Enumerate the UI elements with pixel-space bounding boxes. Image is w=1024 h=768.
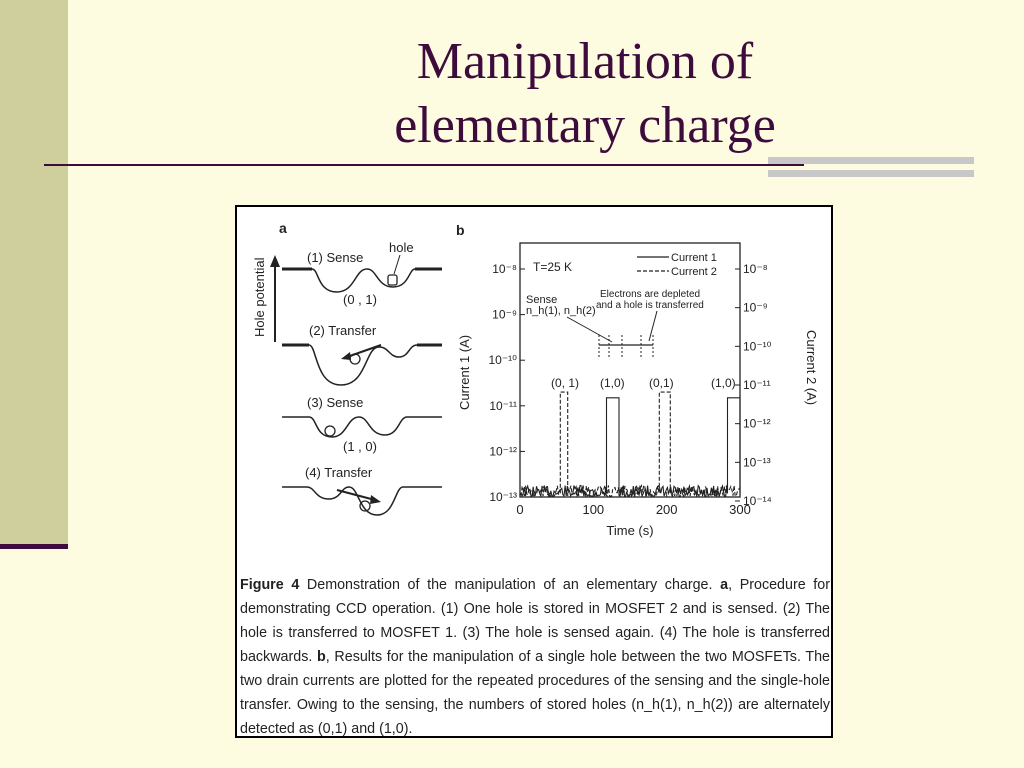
slide-sidebar-band — [0, 0, 68, 548]
y-tick-label: 10⁻¹¹ — [489, 399, 517, 413]
y-tick-label: 10⁻⁸ — [492, 262, 517, 276]
caption-text-2: , Procedure for demonstrating CCD operat… — [240, 577, 830, 665]
y-tick-label: 10⁻¹³ — [489, 490, 517, 504]
plot-frame — [519, 242, 741, 498]
y2-tick-label: 10⁻¹¹ — [743, 378, 771, 392]
slide-title-line1: Manipulation of — [416, 33, 754, 90]
step4-potential-curve — [282, 486, 442, 516]
x-tick-label: 200 — [656, 502, 678, 517]
step1-state: (0 , 1) — [343, 292, 377, 307]
title-underline — [44, 164, 804, 166]
caption-bold-b: b — [317, 649, 326, 665]
step4-label: (4) Transfer — [305, 465, 373, 480]
state-label: (0, 1) — [551, 376, 579, 390]
y2-axis-title: Current 2 (A) — [804, 330, 819, 405]
figure-image: a Hole potential (1) Sense hole (0 , 1) … — [235, 205, 833, 738]
y-tick-label: 10⁻¹⁰ — [489, 353, 518, 367]
y2-tick-label: 10⁻⁹ — [743, 301, 768, 315]
annotation-pointer — [648, 310, 658, 342]
step1-label: (1) Sense — [307, 250, 363, 265]
caption-figure-label: Figure 4 — [240, 577, 300, 593]
state-label: (1,0) — [600, 376, 625, 390]
y2-tick-label: 10⁻¹³ — [743, 455, 771, 469]
step3-label: (3) Sense — [307, 395, 363, 410]
step1-hole-icon — [387, 274, 398, 286]
title-accent-bar-2 — [768, 170, 974, 177]
annotation-line-1: Electrons are depleted — [600, 289, 700, 300]
step3-state: (1 , 0) — [343, 439, 377, 454]
hole-potential-axis: Hole potential — [252, 255, 280, 342]
slide-title: Manipulation of elementary charge — [200, 30, 970, 158]
figure-graphics: a Hole potential (1) Sense hole (0 , 1) … — [252, 220, 819, 538]
y2-tick-label: 10⁻¹⁴ — [743, 494, 772, 508]
y-tick-label: 10⁻¹² — [489, 444, 517, 458]
panel-b-label: b — [456, 222, 465, 238]
x-tick-label: 300 — [729, 502, 751, 517]
y2-tick-label: 10⁻⁸ — [743, 262, 768, 276]
x-tick-label: 100 — [582, 502, 604, 517]
slide-title-line2: elementary charge — [394, 97, 776, 154]
panel-a-label: a — [279, 220, 287, 236]
state-label: (0,1) — [649, 376, 674, 390]
step2-arrow — [346, 344, 382, 358]
step3-potential-curve — [282, 416, 442, 438]
caption-text-1: Demonstration of the manipulation of an … — [299, 577, 721, 593]
annotation-line-2: and a hole is transferred — [596, 300, 704, 311]
sense-label: Sense — [526, 294, 557, 306]
title-accent-bar — [768, 157, 974, 164]
caption-text-3: , Results for the manipulation of a sing… — [240, 649, 831, 737]
temperature-label: T=25 K — [533, 260, 572, 274]
x-axis-title: Time (s) — [606, 523, 653, 538]
step2-arrowhead — [341, 352, 351, 360]
sense-sublabel: n_h(1), n_h(2) — [526, 305, 596, 317]
step4-hole-icon — [359, 500, 371, 512]
series-current-1-line — [519, 397, 741, 498]
figure-caption: Figure 4 Demonstration of the manipulati… — [240, 573, 830, 741]
y-axis-title: Current 1 (A) — [457, 335, 472, 410]
state-label: (1,0) — [711, 376, 736, 390]
step4-arrowhead — [370, 495, 381, 504]
y2-tick-label: 10⁻¹⁰ — [743, 339, 772, 353]
caption-bold-a: a — [720, 577, 729, 593]
hole-potential-label: Hole potential — [252, 257, 267, 337]
y-tick-label: 10⁻⁹ — [492, 308, 517, 322]
legend-label-current-1: Current 1 — [671, 252, 717, 264]
step2-label: (2) Transfer — [309, 323, 377, 338]
hole-annotation: hole — [389, 240, 414, 255]
step4-arrow — [336, 489, 376, 501]
step1-potential-curve — [282, 268, 442, 293]
sidebar-accent-bar — [0, 544, 68, 549]
x-tick-label: 0 — [516, 502, 523, 517]
hole-pointer — [393, 254, 401, 275]
y2-tick-label: 10⁻¹² — [743, 417, 771, 431]
legend-label-current-2: Current 2 — [671, 266, 717, 278]
series-current-2-line — [519, 391, 741, 499]
step3-hole-icon — [324, 425, 336, 437]
sense-pointer — [566, 316, 613, 343]
step2-potential-curve — [282, 344, 442, 386]
